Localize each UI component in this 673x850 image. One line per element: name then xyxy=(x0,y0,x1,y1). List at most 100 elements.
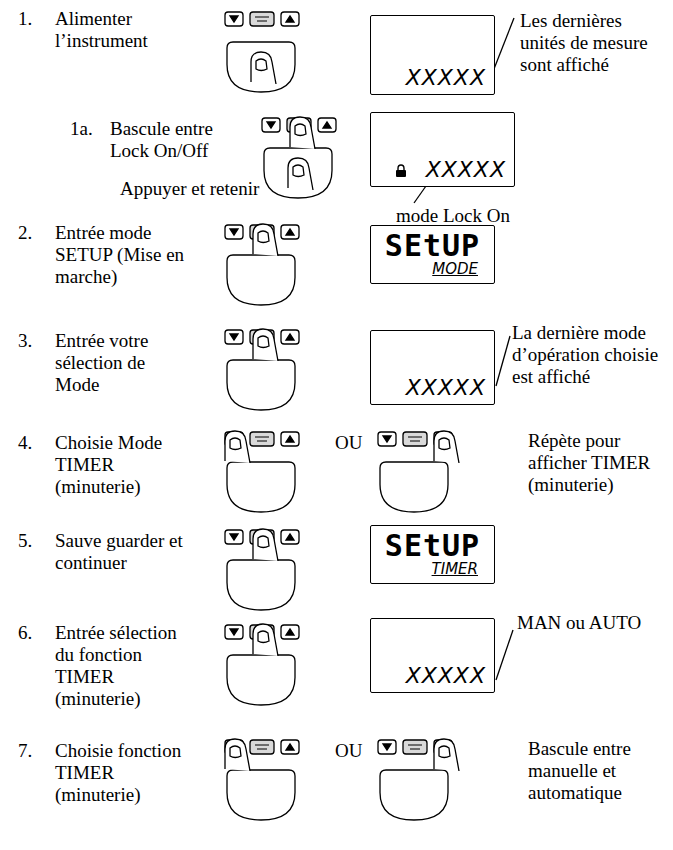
finger-nail xyxy=(230,746,241,758)
instruction-text: Bascule entre Lock On/Off xyxy=(110,118,235,162)
finger xyxy=(288,158,313,190)
arrow-symbol xyxy=(286,229,294,235)
menu-button xyxy=(250,740,274,754)
power-button xyxy=(227,255,295,305)
menu-button xyxy=(250,432,274,446)
up-button xyxy=(281,740,299,754)
button-set xyxy=(225,224,299,305)
finger xyxy=(225,431,250,463)
button-set xyxy=(225,624,299,705)
down-button xyxy=(378,432,396,446)
button-set xyxy=(378,431,459,512)
finger-nail xyxy=(295,124,306,136)
down-button xyxy=(225,225,243,239)
button-set xyxy=(225,529,299,610)
step-number: 2. xyxy=(18,222,32,244)
arrow-symbol xyxy=(286,534,294,540)
display-text: XXXXX xyxy=(406,663,486,688)
step-number: MAN ou AUTO xyxy=(517,612,641,634)
down-button xyxy=(378,740,396,754)
leader-line xyxy=(414,186,426,203)
step-number: 1. xyxy=(18,8,32,30)
step-number: 3. xyxy=(18,330,32,352)
up-button xyxy=(281,625,299,639)
display-text: TIMER xyxy=(432,561,478,578)
instruction-text: Entrée mode SETUP (Mise en marche) xyxy=(55,222,195,288)
arrow-symbol xyxy=(230,16,238,22)
arrow-symbol xyxy=(286,436,294,442)
instruction-text: Entrée sélection du fonction TIMER (minu… xyxy=(55,622,190,709)
button-set xyxy=(225,12,299,92)
button-set xyxy=(225,329,299,410)
button-mark xyxy=(257,749,267,750)
finger-nail xyxy=(230,438,241,450)
button-set xyxy=(262,117,336,198)
display-text: SEtUP xyxy=(385,231,480,261)
menu-button xyxy=(403,740,427,754)
power-button xyxy=(227,360,295,410)
lcd-display: XXXXX xyxy=(370,112,515,187)
arrow-symbol xyxy=(267,122,275,128)
finger-nail xyxy=(258,336,269,348)
step-number: 7. xyxy=(18,740,32,762)
button-mark xyxy=(255,17,269,18)
finger xyxy=(434,431,459,463)
leader-line xyxy=(492,18,514,74)
power-button xyxy=(380,462,448,512)
lcd-display: XXXXX xyxy=(370,330,495,405)
instruction-text: Choisie Mode TIMER (minuterie) xyxy=(55,432,173,498)
arrow-symbol xyxy=(286,16,294,22)
power-button xyxy=(227,462,295,512)
power-button xyxy=(227,560,295,610)
button-mark xyxy=(408,745,422,746)
instruction-text: Alimenter l’instrument xyxy=(55,8,170,52)
finger xyxy=(253,529,278,561)
button-set xyxy=(225,431,299,512)
down-button xyxy=(225,12,243,26)
down-button xyxy=(262,118,280,132)
down-button xyxy=(225,625,243,639)
finger-nail xyxy=(439,438,450,450)
finger xyxy=(253,329,278,361)
finger-nail xyxy=(293,165,304,177)
button-set xyxy=(225,739,299,820)
button-mark xyxy=(257,441,267,442)
power-button xyxy=(227,42,295,92)
up-button xyxy=(318,118,336,132)
finger xyxy=(253,624,278,656)
finger-nail xyxy=(258,536,269,548)
instruction-text: Sauve guarder et continuer xyxy=(55,530,195,574)
down-button xyxy=(225,530,243,544)
step-number: mode Lock On xyxy=(396,205,510,227)
step-number: OU xyxy=(335,432,362,454)
lcd-display: XXXXX xyxy=(370,618,495,693)
arrow-symbol xyxy=(286,629,294,635)
down-button xyxy=(225,330,243,344)
power-button xyxy=(227,655,295,705)
display-text: XXXXX xyxy=(406,375,486,400)
instruction-text: La dernière mode d’opération choisie est… xyxy=(512,322,664,388)
lock-icon xyxy=(395,164,407,178)
instruction-text: Entrée votre sélection de Mode xyxy=(55,330,180,396)
up-button xyxy=(281,530,299,544)
arrow-symbol xyxy=(230,534,238,540)
button-set xyxy=(378,739,459,820)
step-number: 6. xyxy=(18,622,32,644)
arrow-symbol xyxy=(383,436,391,442)
display-text: XXXXX xyxy=(426,157,506,182)
instruction-text: Répète pour afficher TIMER (minuterie) xyxy=(528,430,663,496)
up-button xyxy=(281,225,299,239)
arrow-symbol xyxy=(383,744,391,750)
step-number: Appuyer et retenir xyxy=(120,178,259,200)
menu-button xyxy=(403,432,427,446)
button-mark xyxy=(410,749,420,750)
arrow-symbol xyxy=(286,334,294,340)
step-number: 1a. xyxy=(70,118,93,140)
button-mark xyxy=(408,437,422,438)
button-mark xyxy=(410,441,420,442)
arrow-symbol xyxy=(323,122,331,128)
step-number: OU xyxy=(335,740,362,762)
finger xyxy=(290,117,315,149)
finger-nail xyxy=(256,59,267,71)
